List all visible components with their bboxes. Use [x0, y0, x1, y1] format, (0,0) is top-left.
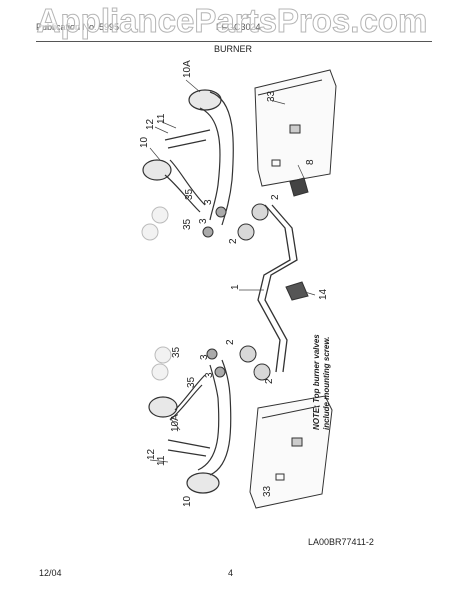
- callout-35-b: 35: [182, 218, 193, 230]
- burner-bracket-bottom: [249, 395, 333, 509]
- valve-stems: [202, 206, 227, 378]
- callout-2-c: 2: [225, 339, 236, 345]
- callout-3-c: 3: [199, 354, 210, 360]
- callout-2-d: 2: [264, 378, 275, 384]
- callout-10a-bottom: 10A: [170, 414, 181, 432]
- callout-12-top: 12: [145, 118, 156, 130]
- callout-11-bottom: 11: [156, 455, 167, 466]
- callout-10-top: 10: [139, 136, 150, 148]
- leader-lines: [149, 79, 316, 463]
- callout-3-a: 3: [203, 199, 214, 205]
- callout-33-bottom: 33: [262, 485, 273, 497]
- callout-33-top: 33: [266, 90, 277, 102]
- pressure-regulator: [285, 281, 309, 301]
- note-line-2: include mounting screw.: [322, 337, 331, 431]
- footer-date: 12/04: [39, 568, 62, 578]
- callout-35-a: 35: [184, 188, 195, 200]
- callout-2-b: 2: [228, 238, 239, 244]
- gas-manifold: [257, 204, 298, 373]
- callout-35-d: 35: [186, 376, 197, 388]
- callout-12-bottom: 12: [146, 448, 157, 460]
- callout-8: 8: [305, 159, 316, 165]
- callout-3-b: 3: [198, 218, 209, 224]
- section-title: BURNER: [214, 44, 253, 54]
- callout-10a-top: 10A: [182, 60, 193, 78]
- note-line-1: NOTE: Top burner valves: [312, 334, 321, 430]
- orifice-discs: [141, 206, 172, 381]
- callout-14: 14: [318, 288, 329, 300]
- burner-head-bottom: [148, 359, 232, 494]
- publication-number: Publication No. 5995: [36, 22, 120, 32]
- callout-35-c: 35: [171, 346, 182, 358]
- callout-10-bottom: 10: [182, 495, 193, 507]
- callout-1: 1: [230, 284, 241, 290]
- valves: [237, 203, 271, 381]
- callout-2-a: 2: [270, 194, 281, 200]
- diagram-code: LA00BR77411-2: [308, 537, 374, 547]
- header-rule: [36, 41, 432, 42]
- callout-3-d: 3: [204, 372, 215, 378]
- page-number: 4: [228, 568, 234, 578]
- ignition-module: [289, 177, 309, 197]
- burner-head-top: [142, 89, 234, 226]
- callout-11-top: 11: [156, 113, 167, 124]
- model-number: FFGC3024: [216, 22, 261, 32]
- burner-bracket-top: [254, 69, 337, 187]
